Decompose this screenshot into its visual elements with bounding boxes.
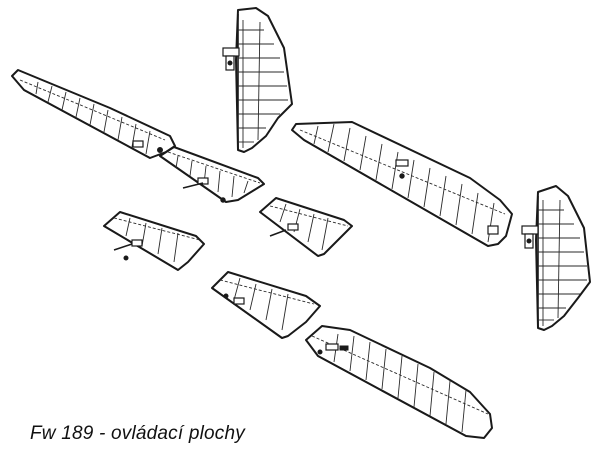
right-inner-flap-lower bbox=[211, 271, 321, 339]
left-outer-aileron bbox=[11, 69, 176, 159]
right-inner-flap-upper bbox=[259, 197, 353, 257]
left-inner-flap bbox=[159, 146, 265, 203]
elevator bbox=[291, 121, 513, 247]
left-rudder bbox=[222, 7, 293, 153]
left-inner-flap-lower bbox=[103, 211, 205, 271]
diagram-caption: Fw 189 - ovládací plochy bbox=[30, 423, 245, 444]
right-outer-aileron bbox=[305, 325, 493, 439]
right-rudder bbox=[521, 185, 591, 331]
